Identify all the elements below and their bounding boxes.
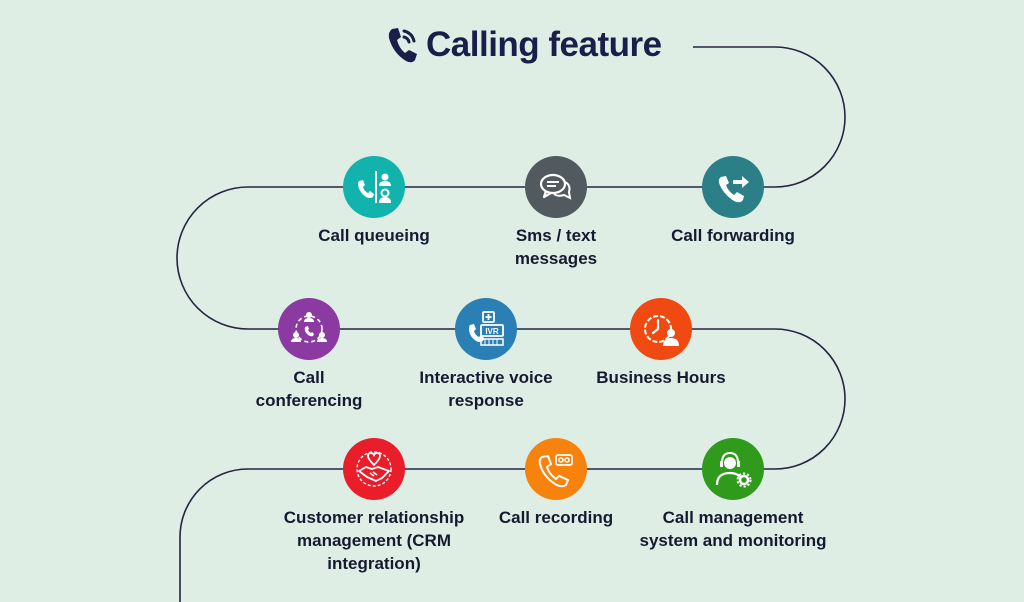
feature-icon-circle (525, 156, 587, 218)
svg-text:IVR: IVR (485, 327, 499, 336)
feature-label: Call conferencing (255, 368, 363, 410)
feature-label: Interactive voice response (419, 368, 553, 410)
ivr-icon: IVR (469, 311, 504, 346)
title-text: Calling feature (426, 25, 662, 64)
feature-icon-circle (702, 438, 764, 500)
phone-ringing-icon (388, 28, 417, 63)
feature-icon-circle (525, 438, 587, 500)
page-title: Calling feature (386, 20, 662, 70)
feature-label: Call queueing (318, 226, 430, 245)
clock-person-icon (644, 315, 679, 346)
chat-bubbles-icon (539, 173, 572, 200)
flow-connector-line (176, 46, 846, 602)
feature-label: Call forwarding (671, 226, 795, 245)
feature-label: Customer relationship management (CRM in… (283, 508, 465, 573)
feature-icon-circle (278, 298, 340, 360)
feature-icon-circle (630, 298, 692, 360)
conference-icon (291, 312, 327, 343)
feature-label: Business Hours (596, 368, 726, 387)
phone-forward-icon (718, 176, 749, 203)
feature-icon-circle (343, 438, 405, 500)
feature-label: Call recording (498, 508, 614, 527)
handshake-heart-icon (356, 451, 392, 487)
headset-gear-icon (715, 451, 752, 488)
feature-icon-circle: IVR (455, 298, 517, 360)
call-queue-icon (358, 171, 391, 203)
feature-label: Sms / text messages (514, 226, 598, 268)
phone-recording-icon (538, 454, 573, 488)
feature-icon-circle (702, 156, 764, 218)
feature-icon-circle (343, 156, 405, 218)
feature-label: Call management system and monitoring (639, 508, 827, 550)
